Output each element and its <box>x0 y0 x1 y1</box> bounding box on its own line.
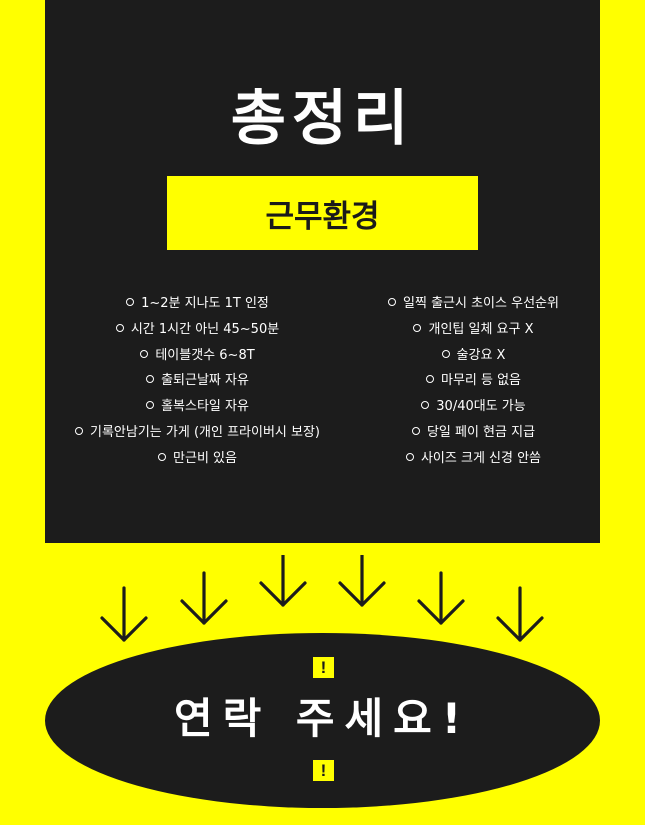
bullet-icon <box>146 401 155 410</box>
list-item: 시간 1시간 아닌 45~50분 <box>45 317 350 343</box>
list-item: 출퇴근날짜 자유 <box>45 368 350 394</box>
bullet-icon <box>388 298 397 306</box>
bullet-icon <box>421 401 430 410</box>
list-item: 사이즈 크게 신경 안씀 <box>311 446 636 472</box>
list-item: 홀복스타일 자유 <box>45 394 350 420</box>
list-item: 개인팁 일체 요구 X <box>311 317 636 343</box>
list-item: 일찍 출근시 초이스 우선순위 <box>311 291 636 317</box>
cta-ellipse: ! 연락 주세요! ! <box>45 633 600 808</box>
section-label: 근무환경 <box>265 198 380 235</box>
bullet-icon <box>75 426 83 435</box>
arrow-down-icon <box>417 571 465 625</box>
page-title: 총정리 <box>230 84 415 154</box>
bullet-icon <box>411 426 420 435</box>
bullet-icon <box>126 298 135 306</box>
list-item: 마무리 등 없음 <box>311 368 636 394</box>
list-item: 1~2분 지나도 1T 인정 <box>45 291 350 317</box>
bullet-icon <box>158 452 167 461</box>
warning-icon: ! <box>313 657 334 678</box>
list-item: 술강요 X <box>311 343 636 369</box>
bullet-icon <box>115 323 124 332</box>
arrow-down-icon <box>496 586 544 642</box>
summary-panel: 총정리 근무환경 1~2분 지나도 1T 인정 시간 1시간 아닌 45~50분… <box>45 0 600 543</box>
section-label-box: 근무환경 <box>167 176 478 250</box>
arrow-down-icon <box>259 555 307 607</box>
conditions-list-left: 1~2분 지나도 1T 인정 시간 1시간 아닌 45~50분 테이블갯수 6~… <box>45 291 350 472</box>
list-item: 테이블갯수 6~8T <box>45 343 350 369</box>
bullet-icon <box>425 375 434 384</box>
bullet-icon <box>413 323 422 332</box>
warning-icon: ! <box>313 760 334 781</box>
list-item: 기록안남기는 가게 (개인 프라이버시 보장) <box>45 420 350 446</box>
arrows-group <box>100 555 544 642</box>
arrow-down-icon <box>180 571 228 625</box>
arrow-down-icon <box>338 555 386 607</box>
contact-cta: 연락 주세요! <box>174 694 471 743</box>
list-item: 30/40대도 가능 <box>311 394 636 420</box>
bullet-icon <box>140 349 149 358</box>
bullet-icon <box>405 452 414 461</box>
list-item: 만근비 있음 <box>45 446 350 472</box>
bullet-icon <box>441 349 450 358</box>
list-item: 당일 페이 현금 지급 <box>311 420 636 446</box>
conditions-list-right: 일찍 출근시 초이스 우선순위 개인팁 일체 요구 X 술강요 X 마무리 등 … <box>311 291 636 472</box>
arrow-down-icon <box>100 586 148 642</box>
bullet-icon <box>146 375 155 384</box>
